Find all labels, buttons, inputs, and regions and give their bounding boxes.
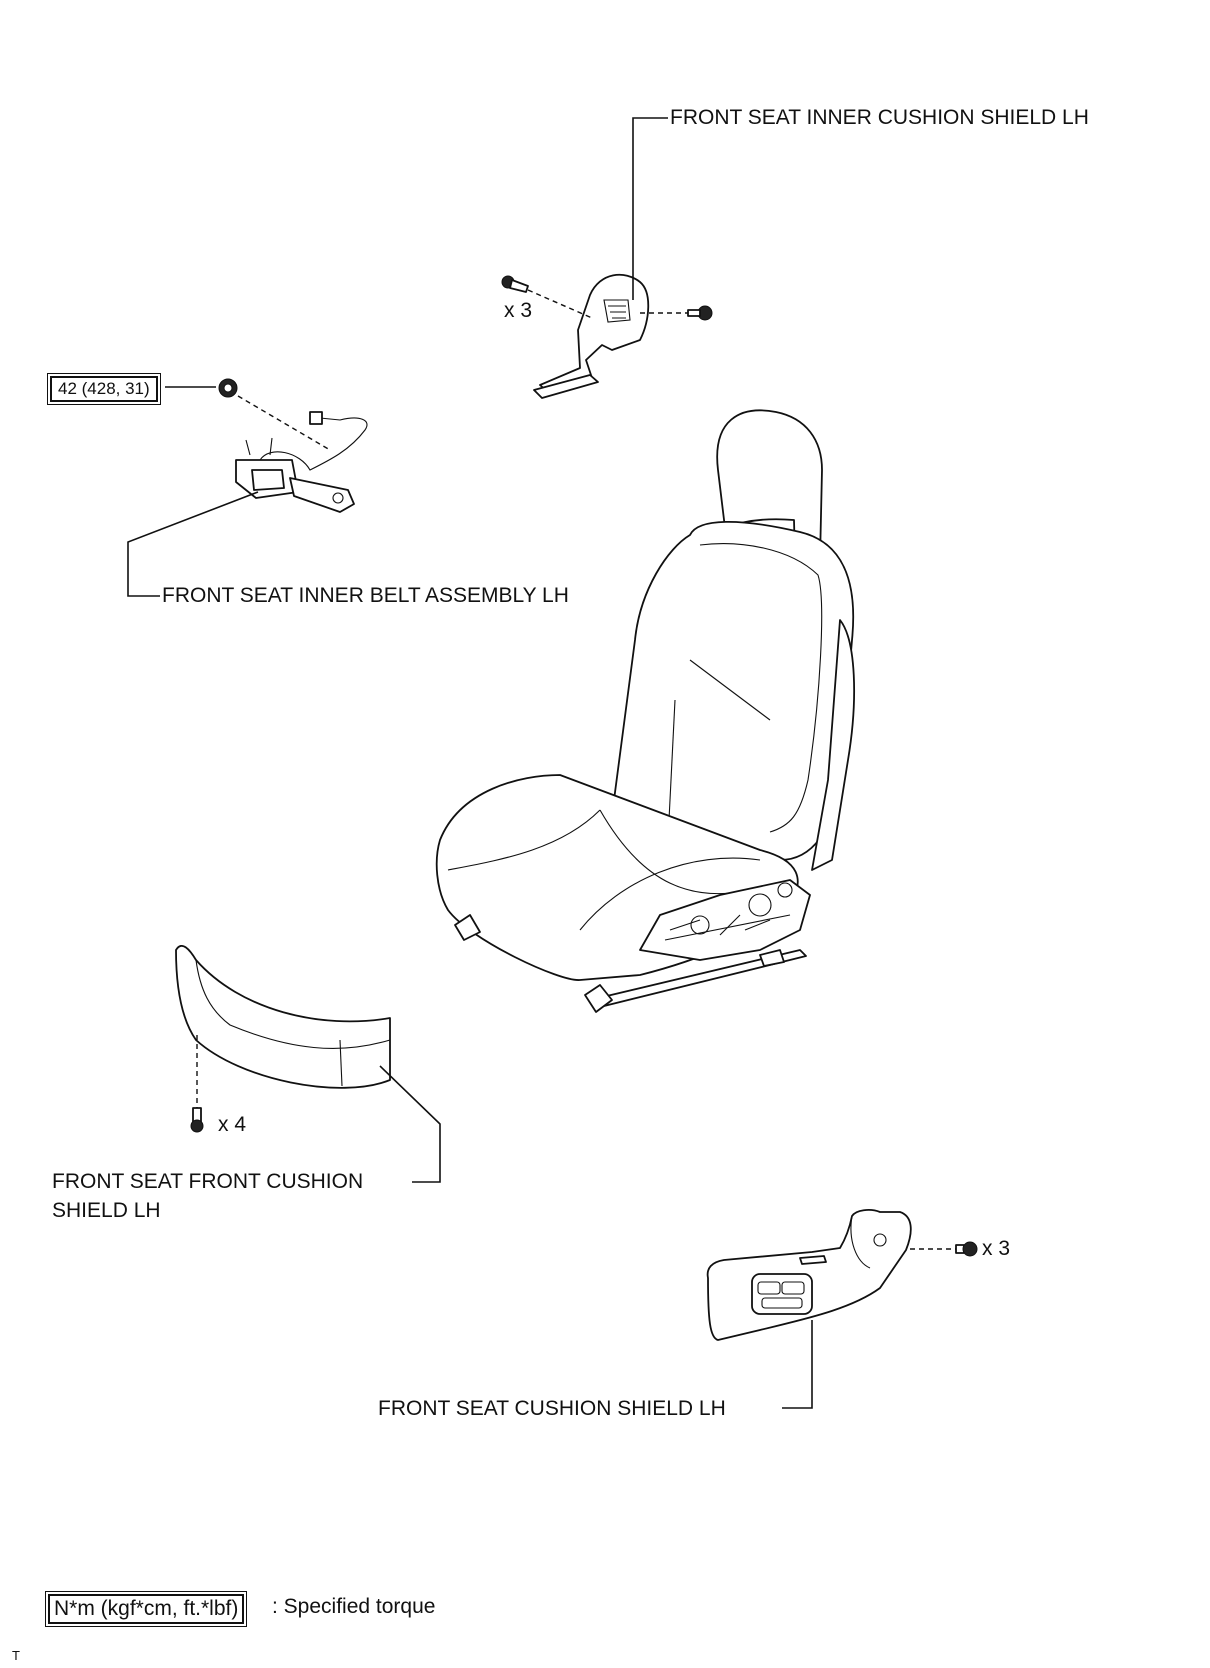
callout-cushion-shield: FRONT SEAT CUSHION SHIELD LH — [378, 1397, 726, 1420]
front-shield-screw — [190, 1107, 204, 1133]
callout-front-cushion-shield-line1: FRONT SEAT FRONT CUSHION — [52, 1170, 364, 1193]
callout-inner-cushion-shield: FRONT SEAT INNER CUSHION SHIELD LH — [670, 106, 1089, 129]
seatback-side — [811, 619, 855, 871]
callout-front-cushion-shield-line2: SHIELD LH — [52, 1199, 161, 1222]
torque-legend-description: : Specified torque — [272, 1595, 436, 1618]
headrest — [716, 409, 823, 571]
inner-belt-assembly — [218, 378, 368, 513]
inner-shield-screw-right — [687, 305, 713, 321]
torque-spec-box: 42 (428, 31) — [47, 373, 161, 405]
front-cushion-shield — [175, 945, 391, 1089]
inner-cushion-shield — [533, 274, 650, 399]
inner-shield-screw-left — [501, 275, 529, 293]
front-seat-illustration — [435, 409, 855, 1013]
cushion-shield-screw — [955, 1241, 978, 1257]
qty-inner-shield-screws: x 3 — [504, 299, 533, 322]
cushion-shield — [706, 1209, 912, 1341]
seat-mechanism — [639, 879, 811, 961]
callout-inner-belt-assembly: FRONT SEAT INNER BELT ASSEMBLY LH — [162, 584, 569, 607]
torque-legend-box: N*m (kgf*cm, ft.*lbf) — [44, 1591, 248, 1627]
qty-front-shield-screws: x 4 — [218, 1113, 247, 1136]
qty-cushion-shield-screws: x 3 — [982, 1237, 1011, 1260]
corner-mark: T — [12, 1648, 20, 1663]
